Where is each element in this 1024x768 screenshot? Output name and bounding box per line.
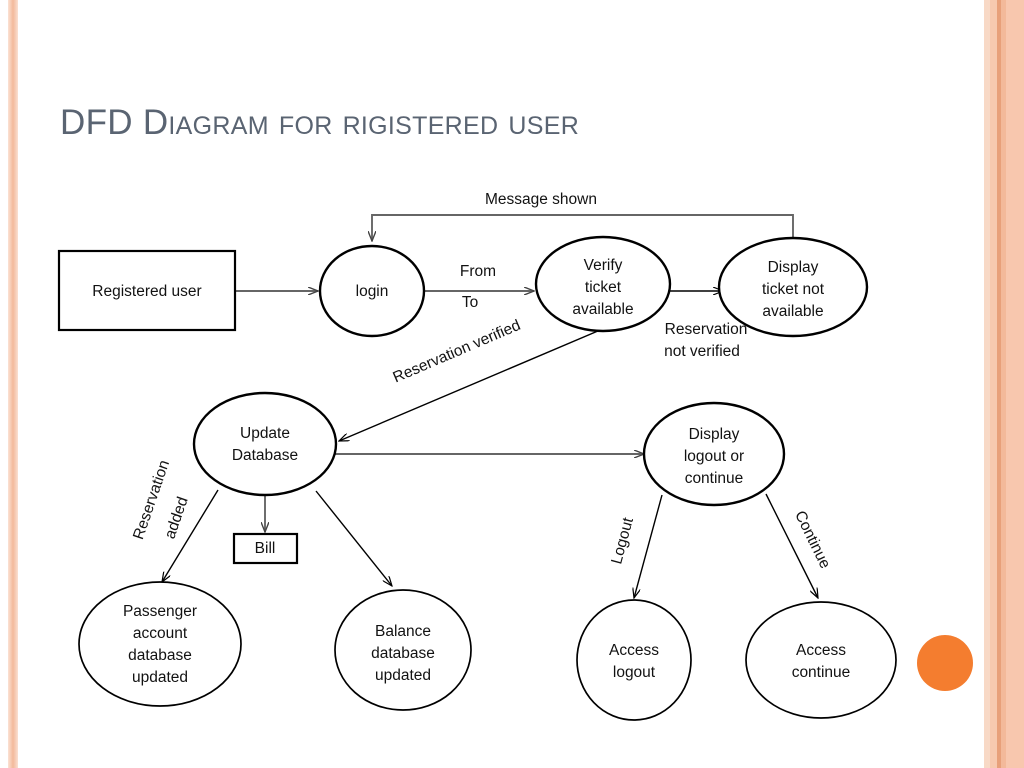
node-label-logout-or-line2: logout or xyxy=(684,448,744,465)
node-label-verify-line2: ticket xyxy=(585,279,622,296)
node-label-verify-line3: available xyxy=(572,301,633,318)
node-label-logout-or-line1: Display xyxy=(689,426,740,443)
edge-stripe-right-5 xyxy=(1006,0,1024,768)
edge-update-database-to-passenger-account: Reservation added xyxy=(130,458,219,582)
node-label-passenger-line2: account xyxy=(133,625,188,642)
edge-message-shown: Message shown xyxy=(372,191,794,241)
node-label-access-logout-line1: Access xyxy=(609,642,659,659)
node-label-passenger-line1: Passenger xyxy=(123,603,197,620)
edge-display-logout-to-access-logout: Logout xyxy=(608,494,663,598)
node-login[interactable]: login xyxy=(318,244,426,338)
node-label-bill: Bill xyxy=(255,540,276,557)
node-label-display-na-line1: Display xyxy=(768,259,819,276)
edge-label-reservation-not-verified-line1: Reservation xyxy=(665,321,748,338)
node-registered-user[interactable]: Registered user xyxy=(57,249,237,332)
node-passenger-account-database-updated[interactable]: Passenger account database updated xyxy=(78,581,242,707)
node-label-balance-line2: database xyxy=(371,645,435,662)
node-label-logout-or-line3: continue xyxy=(685,470,744,487)
accent-dot xyxy=(917,635,973,691)
edge-login-to-verify: From To xyxy=(424,263,534,311)
node-label-access-continue-line2: continue xyxy=(792,664,851,681)
edge-stripe-right-4 xyxy=(1001,0,1006,768)
edge-stripe-left xyxy=(8,0,18,768)
node-display-logout-or-continue[interactable]: Display logout or continue xyxy=(642,401,786,507)
edge-label-reservation-not-verified-line2: not verified xyxy=(664,343,740,360)
edge-label-continue: Continue xyxy=(791,508,833,571)
node-bill[interactable]: Bill xyxy=(232,532,299,565)
edge-label-reservation-verified: Reservation verified xyxy=(391,317,524,387)
node-label-access-continue-line1: Access xyxy=(796,642,846,659)
edge-stripe-right-2 xyxy=(990,0,997,768)
node-label-update-line2: Database xyxy=(232,447,298,464)
node-access-logout[interactable]: Access logout xyxy=(576,599,692,721)
node-update-database[interactable]: Update Database xyxy=(192,391,338,497)
node-label-login: login xyxy=(356,283,389,300)
node-display-ticket-not-available[interactable]: Display ticket not available xyxy=(717,236,869,338)
node-label-passenger-line4: updated xyxy=(132,669,188,686)
edge-update-database-to-balance-database xyxy=(315,490,392,586)
edge-stripe-right-1 xyxy=(984,0,990,768)
edge-display-logout-to-access-continue: Continue xyxy=(765,493,834,598)
edge-label-from: From xyxy=(460,263,496,280)
node-label-passenger-line3: database xyxy=(128,647,192,664)
edge-label-message-shown: Message shown xyxy=(485,191,597,208)
edge-label-logout: Logout xyxy=(608,515,637,566)
node-label-balance-line3: updated xyxy=(375,667,431,684)
page-title: DFD Diagram for rigistered user xyxy=(60,103,580,142)
edge-label-reservation-added-line2: added xyxy=(162,495,192,541)
node-label-display-na-line3: available xyxy=(762,303,823,320)
node-label-update-line1: Update xyxy=(240,425,290,442)
node-balance-database-updated[interactable]: Balance database updated xyxy=(334,589,472,711)
edge-verify-to-display-not-available: Reservation not verified xyxy=(664,291,747,360)
edge-stripe-right-3 xyxy=(997,0,1001,768)
node-label-registered-user: Registered user xyxy=(92,283,201,300)
node-label-verify-line1: Verify xyxy=(584,257,623,274)
node-verify-ticket-available[interactable]: Verify ticket available xyxy=(534,235,672,333)
node-access-continue[interactable]: Access continue xyxy=(745,601,897,719)
node-label-balance-line1: Balance xyxy=(375,623,431,640)
node-label-display-na-line2: ticket not xyxy=(762,281,825,298)
edge-label-to: To xyxy=(462,294,478,311)
node-label-access-logout-line2: logout xyxy=(613,664,656,681)
